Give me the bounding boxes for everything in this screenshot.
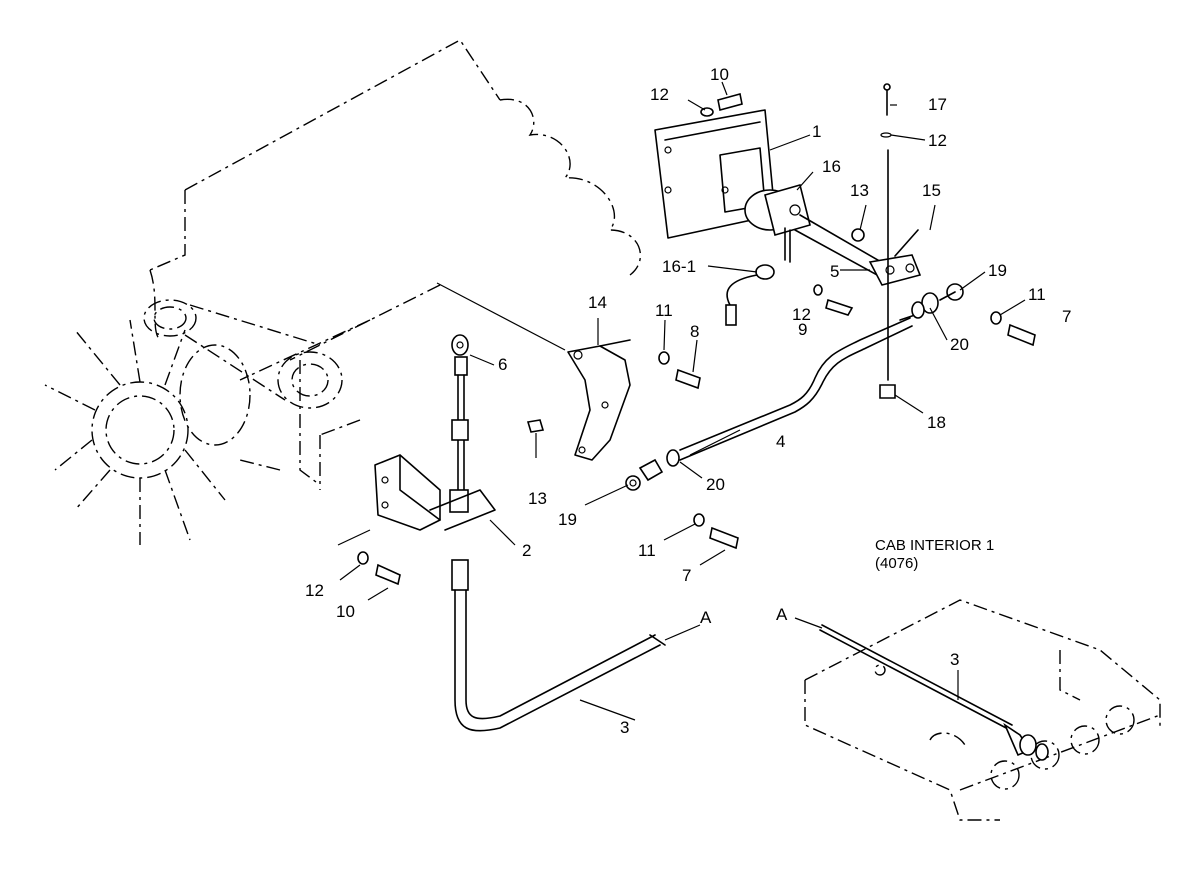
callout-8: 8	[690, 322, 699, 341]
callout-7-lower: 7	[682, 566, 691, 585]
callout-12-lower: 12	[305, 581, 324, 600]
inset-title: CAB INTERIOR 1	[875, 537, 994, 554]
callout-10-top: 10	[710, 65, 729, 84]
cab-interior-inset	[804, 599, 1161, 821]
cable-3	[449, 334, 701, 732]
callout-19-upper: 19	[988, 261, 1007, 280]
fan-assembly	[44, 299, 343, 545]
callout-10-lower: 10	[336, 602, 355, 621]
callout-20-upper: 20	[950, 335, 969, 354]
inset-code: (4076)	[875, 555, 918, 572]
callout-20-lower: 20	[706, 475, 725, 494]
inset-cable-3	[794, 617, 1049, 761]
callout-11-mid: 11	[655, 301, 673, 320]
callout-1: 1	[812, 122, 821, 141]
callout-12-mid: 12	[792, 305, 811, 324]
rod-assembly	[625, 83, 964, 491]
solenoid-16	[744, 184, 811, 263]
callout-6: 6	[498, 355, 507, 374]
callout-11-upper-right: 11	[1028, 285, 1046, 304]
callout-16-1: 16-1	[662, 257, 696, 276]
callout-5: 5	[830, 262, 839, 281]
inset-caption: CAB INTERIOR 1 (4076)	[875, 537, 994, 572]
callout-3-inset: 3	[950, 650, 959, 669]
callout-11-lower: 11	[638, 541, 656, 560]
engine-outline	[149, 39, 641, 490]
callout-14: 14	[588, 293, 607, 312]
callout-17: 17	[928, 95, 947, 114]
callout-16: 16	[822, 157, 841, 176]
callout-12-top: 12	[650, 85, 669, 104]
callout-19-lower: 19	[558, 510, 577, 529]
callout-labels: 10 12 1 16 13 15 17 12 16-1 5 19 12 9 11…	[305, 65, 1071, 737]
callout-3-main: 3	[620, 718, 629, 737]
callout-15: 15	[922, 181, 941, 200]
connector-16-1	[725, 264, 775, 326]
callout-2: 2	[522, 541, 531, 560]
callout-A-inset: A	[776, 605, 788, 624]
callout-13-top: 13	[850, 181, 869, 200]
callout-7-upper: 7	[1062, 307, 1071, 326]
callout-4: 4	[776, 432, 785, 451]
callout-12-upper-right: 12	[928, 131, 947, 150]
callout-13-lower: 13	[528, 489, 547, 508]
callout-18: 18	[927, 413, 946, 432]
callout-A-main: A	[700, 608, 712, 627]
bracket-14	[567, 339, 631, 461]
bracket-2	[374, 454, 496, 531]
leader-lines	[337, 81, 1026, 721]
fasteners	[357, 93, 1036, 586]
callout-9: 9	[798, 320, 807, 339]
